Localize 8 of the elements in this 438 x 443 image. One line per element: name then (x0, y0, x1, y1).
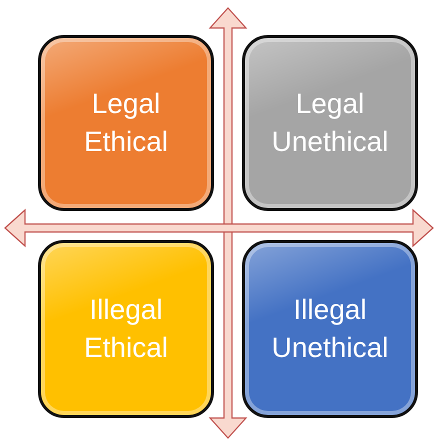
quadrant-label: Illegal Unethical (270, 293, 390, 365)
quadrant-box (242, 35, 418, 211)
quadrant-box (38, 240, 214, 418)
quadrant-label: Illegal Ethical (82, 293, 170, 365)
quadrant-box (38, 35, 214, 211)
quadrant-label: Legal Ethical (82, 87, 170, 159)
quadrant-box (242, 240, 418, 418)
quadrant-label: Legal Unethical (270, 87, 390, 159)
